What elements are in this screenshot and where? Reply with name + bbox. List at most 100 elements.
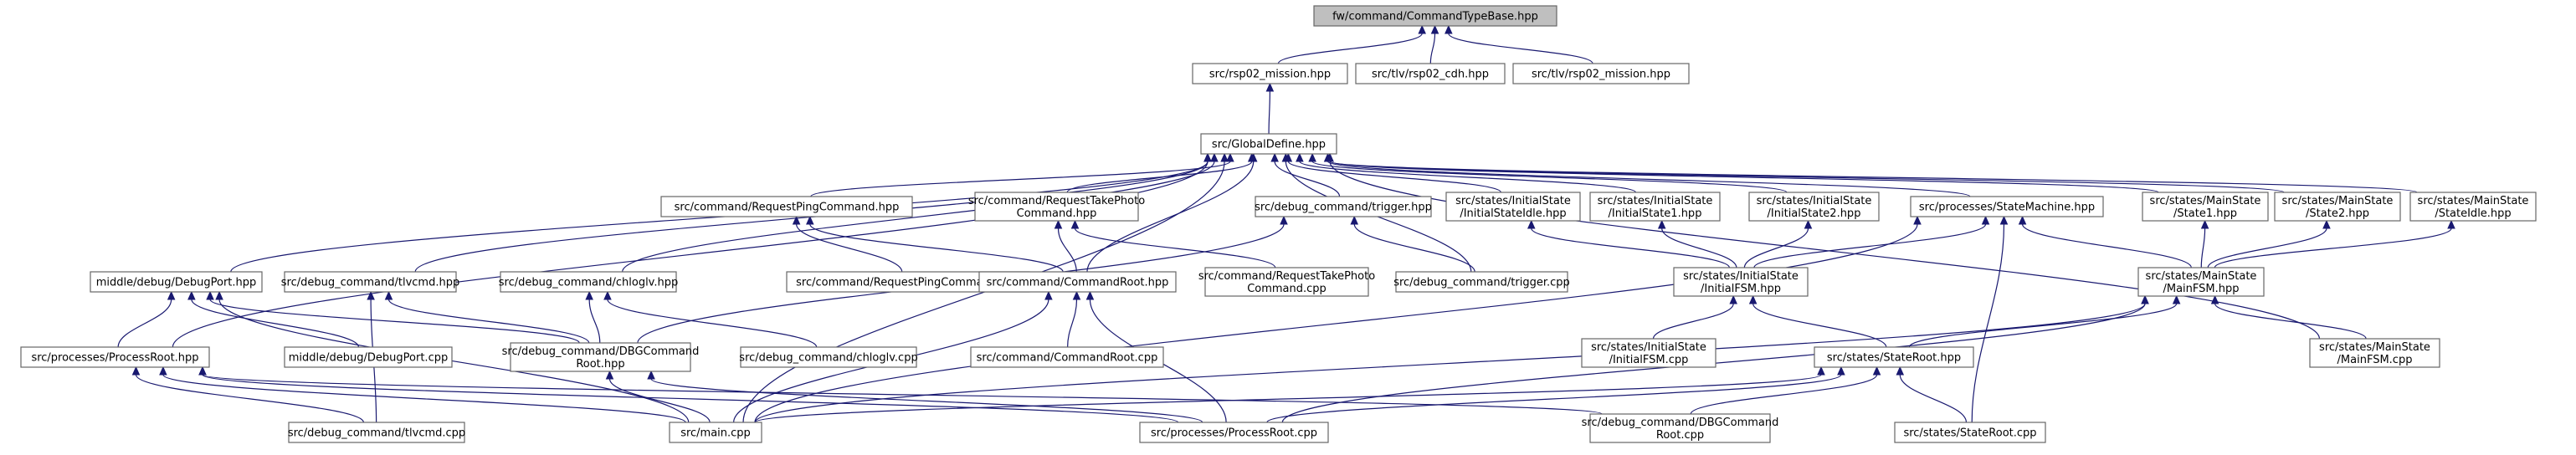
graph-node-mstate2[interactable]: src/states/MainState/State2.hpp [2274, 192, 2401, 222]
graph-node-debugport[interactable]: middle/debug/DebugPort.hpp [90, 271, 263, 293]
node-label: /InitialFSM.cpp [1609, 354, 1689, 366]
edge-line [1057, 228, 1077, 273]
graph-edge-initfsm-stateroot [1748, 294, 1887, 348]
graph-node-tlvcmdcpp[interactable]: src/debug_command/tlvcmd.cpp [288, 422, 465, 443]
graph-edge-chloglv-chloglvcpp [603, 290, 818, 348]
graph-edge-debugport-processroot [117, 290, 176, 348]
graph-edge-debugport-dbgroot [206, 290, 580, 344]
edge-arrowhead [1203, 152, 1212, 162]
node-label: /MainFSM.hpp [2163, 283, 2239, 295]
graph-edge-global-init1 [1296, 152, 1637, 193]
graph-edge-tlvcmd-dbgroot [384, 290, 590, 344]
edge-line [191, 299, 360, 348]
edge-line [622, 161, 1215, 273]
node-box [1748, 192, 1880, 222]
node-label: src/debug_command/chloglv.hpp [499, 277, 679, 289]
node-label: /InitialState1.hpp [1609, 207, 1702, 220]
node-label: src/states/InitialState [1757, 195, 1872, 207]
graph-node-cmdrootcpp[interactable]: src/command/CommandRoot.cpp [970, 346, 1164, 368]
graph-edge-global-chloglv [622, 152, 1219, 273]
edge-arrowhead [1837, 366, 1845, 376]
graph-node-chloglv[interactable]: src/debug_command/chloglv.hpp [499, 271, 679, 293]
graph-node-initidle[interactable]: src/states/InitialState/InitialStateIdle… [1445, 192, 1581, 222]
graph-node-chloglvcpp[interactable]: src/debug_command/chloglv.cpp [739, 346, 918, 368]
node-box [1355, 63, 1506, 84]
graph-edge-global-cmdroot [1086, 152, 1258, 273]
node-label: src/states/InitialState [1591, 341, 1706, 354]
graph-node-triggercpp[interactable]: src/debug_command/trigger.cpp [1393, 271, 1570, 293]
node-label: src/command/RequestTakePhoto [1198, 270, 1375, 283]
edge-arrowhead [1872, 366, 1881, 376]
node-box [1512, 63, 1690, 84]
graph-node-tlvmission[interactable]: src/tlv/rsp02_mission.hpp [1512, 63, 1690, 84]
graph-edges [117, 24, 2455, 423]
graph-node-mainfsmcpp[interactable]: src/states/MainState/MainFSM.cpp [2309, 338, 2440, 368]
edge-line [1311, 161, 1788, 193]
node-box [1910, 196, 2104, 217]
edge-arrowhead [384, 290, 393, 300]
edge-line [1690, 374, 1878, 415]
edge-arrowhead [605, 370, 614, 380]
edge-line [1074, 228, 1276, 268]
graph-node-debugportcpp[interactable]: middle/debug/DebugPort.cpp [284, 346, 453, 368]
graph-node-init1[interactable]: src/states/InitialState/InitialState1.hp… [1589, 192, 1721, 222]
edge-line [1277, 33, 1423, 64]
graph-node-initfsmcpp[interactable]: src/states/InitialState/InitialFSM.cpp [1581, 338, 1716, 368]
edge-line [117, 299, 172, 348]
node-label: src/debug_command/chloglv.cpp [739, 352, 917, 365]
graph-node-maincpp[interactable]: src/main.cpp [669, 422, 762, 443]
graph-node-stateroot[interactable]: src/states/StateRoot.hpp [1814, 346, 1974, 368]
graph-node-processroot[interactable]: src/processes/ProcessRoot.hpp [20, 346, 210, 368]
graph-node-mstate1[interactable]: src/states/MainState/State1.hpp [2142, 192, 2269, 222]
node-label: src/states/MainState [2150, 195, 2261, 207]
node-label: src/command/CommandRoot.hpp [987, 277, 1169, 289]
edge-arrowhead [603, 290, 612, 300]
node-box [1255, 196, 1432, 217]
graph-node-trigger[interactable]: src/debug_command/trigger.hpp [1255, 196, 1432, 217]
graph-edge-root-tlvmission [1445, 24, 1593, 64]
edge-line [1329, 161, 2418, 193]
edge-line [1266, 374, 1842, 423]
graph-node-initfsm[interactable]: src/states/InitialState/InitialFSM.hpp [1673, 267, 1809, 297]
edge-line [2021, 223, 2192, 268]
edge-arrowhead [1210, 152, 1219, 162]
edge-line [2207, 228, 2327, 268]
graph-node-staterootcpp[interactable]: src/states/StateRoot.cpp [1894, 422, 2046, 443]
edge-arrowhead [1729, 294, 1737, 304]
graph-node-mstateidle[interactable]: src/states/MainState/StateIdle.hpp [2409, 192, 2537, 222]
graph-edge-stateroot-dbgrootcpp [1690, 366, 1881, 415]
node-box [2409, 192, 2537, 222]
graph-node-reqping[interactable]: src/command/RequestPingCommand.hpp [660, 196, 913, 217]
graph-node-tlvcmd[interactable]: src/debug_command/tlvcmd.hpp [281, 271, 459, 293]
edge-line [1429, 33, 1436, 64]
graph-node-global[interactable]: src/GlobalDefine.hpp [1200, 133, 1337, 155]
edge-arrowhead [1249, 152, 1258, 162]
node-box [740, 346, 917, 368]
graph-node-statemachine[interactable]: src/processes/StateMachine.hpp [1910, 196, 2104, 217]
edge-arrowhead [1748, 294, 1758, 304]
edge-line [1448, 33, 1593, 64]
graph-node-cmdroot[interactable]: src/command/CommandRoot.hpp [978, 271, 1177, 293]
node-label: middle/debug/DebugPort.cpp [289, 352, 448, 365]
graph-edge-stateroot-maincpp [754, 366, 1825, 423]
graph-node-processrootcpp[interactable]: src/processes/ProcessRoot.cpp [1139, 422, 1329, 443]
edge-arrowhead [1430, 24, 1439, 34]
graph-node-init2[interactable]: src/states/InitialState/InitialState2.hp… [1748, 192, 1880, 222]
edge-arrowhead [187, 290, 196, 300]
node-box [2142, 192, 2269, 222]
graph-node-mainfsm[interactable]: src/states/MainState/MainFSM.hpp [2137, 267, 2265, 297]
node-label: src/processes/ProcessRoot.cpp [1151, 427, 1317, 440]
node-box [500, 271, 677, 293]
edge-arrowhead [2210, 294, 2219, 304]
graph-edge-mainfsm-stateroot [1908, 294, 2181, 348]
graph-node-rsp02[interactable]: src/rsp02_mission.hpp [1192, 63, 1348, 84]
edge-line [1353, 223, 1475, 273]
node-box [284, 346, 453, 368]
graph-node-tlvcdh[interactable]: src/tlv/rsp02_cdh.hpp [1355, 63, 1506, 84]
edge-arrowhead [1657, 219, 1666, 229]
edge-line [135, 374, 364, 423]
